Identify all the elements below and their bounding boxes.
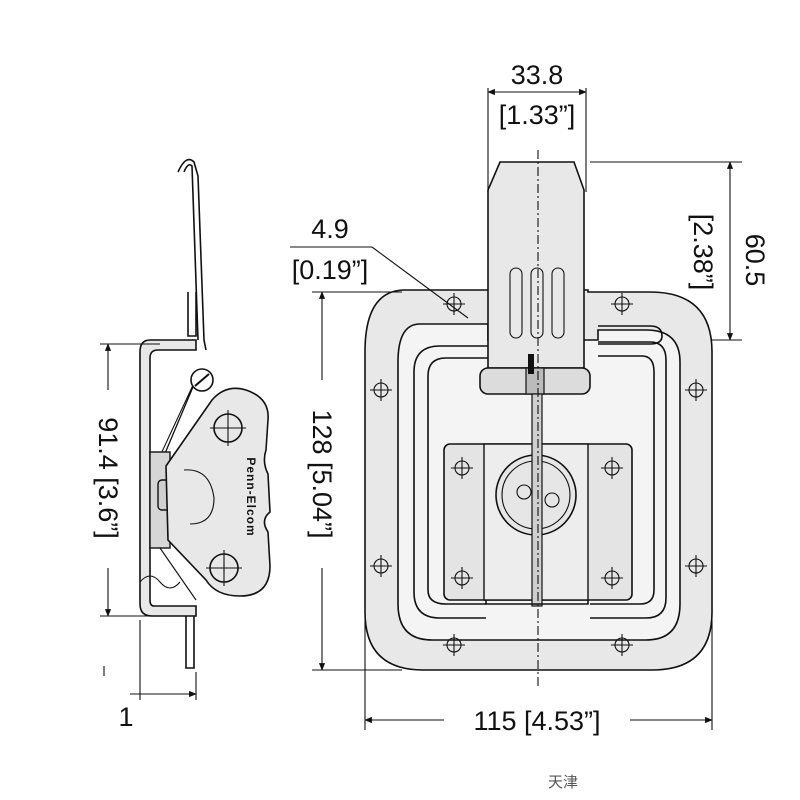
- hole-icon: [443, 293, 465, 315]
- dim-height: 128 [5.04”]: [307, 409, 337, 538]
- side-rod: [159, 547, 197, 601]
- handle-slots: [509, 267, 565, 339]
- watermark: 天津: [548, 773, 578, 791]
- hole-icon: [611, 634, 633, 656]
- hole-icon: [685, 555, 707, 577]
- dim-top-width-in: [1.33”]: [499, 100, 576, 130]
- dim-hole-dia-mm: 4.9: [311, 214, 349, 244]
- dim-handle-length-mm: 60.5: [740, 234, 770, 287]
- dim-side-height: 91.4 [3.6”]: [93, 417, 123, 539]
- dim-handle-length-in: [2.38”]: [688, 214, 718, 291]
- side-view: Penn-Elcom: [139, 158, 271, 669]
- hole-icon: [611, 293, 633, 315]
- side-bracket: [165, 387, 271, 597]
- dimension-top-width: 33.8 [1.33”]: [487, 60, 587, 192]
- pivot-screw-slot: [194, 373, 210, 387]
- dim-width: 115 [4.53”]: [473, 706, 600, 736]
- bracket-cam: [183, 469, 215, 525]
- hole-icon: [601, 567, 623, 589]
- hole-icon: [685, 379, 707, 401]
- hole-icon: [370, 555, 392, 577]
- recess-slot-left: [427, 357, 488, 605]
- dimension-height: 128 [5.04”]: [307, 291, 402, 671]
- hole-icon: [451, 567, 473, 589]
- dimension-handle-length: 60.5 [2.38”]: [590, 161, 770, 341]
- recess-slot-right: [590, 355, 655, 605]
- front-view: [364, 150, 713, 688]
- hole-icon: [370, 379, 392, 401]
- side-dish-profile: [139, 339, 197, 617]
- side-spring: [139, 575, 181, 589]
- bottom-catch: [485, 600, 589, 605]
- dim-top-width-mm: 33.8: [511, 60, 564, 90]
- side-flange-bottom: [185, 616, 195, 669]
- dim-hole-dia-in: [0.19”]: [292, 255, 369, 285]
- mounting-holes: [370, 293, 707, 656]
- dimension-depth: 1: [103, 620, 197, 732]
- handle-body: [487, 161, 585, 369]
- dimension-hole-dia: 4.9 [0.19”]: [290, 214, 469, 319]
- side-handle-hook-inner: [183, 164, 199, 341]
- recess-loop-left: [413, 345, 488, 619]
- cam-bar: [531, 393, 543, 607]
- side-handle-hook: [177, 158, 207, 351]
- dimension-width: 115 [4.53”]: [364, 620, 713, 736]
- brand-label: Penn-Elcom: [244, 457, 258, 536]
- hole-icon: [443, 634, 465, 656]
- cam-top: [528, 354, 534, 374]
- top-slot-right: [598, 325, 663, 345]
- dim-depth-mark: 1: [118, 702, 133, 732]
- side-flange-top: [187, 292, 197, 337]
- lock-keyhole-left: [516, 484, 532, 500]
- lock-keyhole-right: [544, 492, 560, 508]
- hole-icon: [601, 457, 623, 479]
- hole-icon: [451, 457, 473, 479]
- dimension-side-height: 91.4 [3.6”]: [93, 343, 160, 617]
